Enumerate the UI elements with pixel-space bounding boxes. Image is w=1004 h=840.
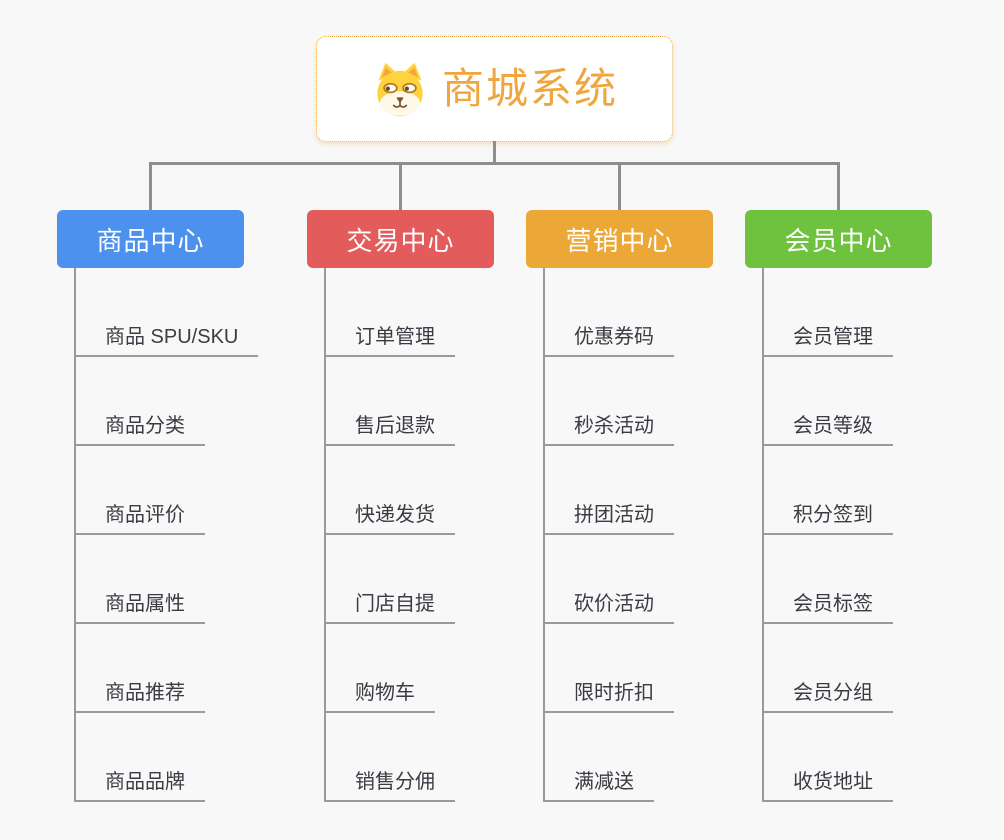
connector-line [493,141,496,164]
branch-member-center: 会员中心 会员管理 会员等级 积分签到 会员标签 会员分组 收货地址 [745,210,932,802]
leaf-node[interactable]: 会员标签 [764,535,893,624]
leaf-node[interactable]: 收货地址 [764,713,893,802]
leaf-node[interactable]: 会员等级 [764,357,893,446]
branch-children: 订单管理 售后退款 快递发货 门店自提 购物车 销售分佣 [324,268,494,802]
connector-line [618,164,621,210]
branch-node[interactable]: 营销中心 [526,210,713,268]
branch-children: 会员管理 会员等级 积分签到 会员标签 会员分组 收货地址 [762,268,932,802]
leaf-node[interactable]: 购物车 [326,624,435,713]
connector-line [149,162,840,165]
leaf-node[interactable]: 秒杀活动 [545,357,674,446]
root-node[interactable]: 商城系统 [316,36,673,142]
branch-node[interactable]: 交易中心 [307,210,494,268]
branch-node[interactable]: 会员中心 [745,210,932,268]
leaf-node[interactable]: 积分签到 [764,446,893,535]
leaf-node[interactable]: 商品推荐 [76,624,205,713]
leaf-node[interactable]: 商品属性 [76,535,205,624]
leaf-node[interactable]: 快递发货 [326,446,455,535]
connector-line [837,164,840,210]
branch-marketing-center: 营销中心 优惠券码 秒杀活动 拼团活动 砍价活动 限时折扣 满减送 [526,210,713,802]
leaf-node[interactable]: 商品品牌 [76,713,205,802]
shiba-dog-icon [371,60,429,118]
branch-trade-center: 交易中心 订单管理 售后退款 快递发货 门店自提 购物车 销售分佣 [307,210,494,802]
root-title: 商城系统 [441,65,618,112]
branch-children: 优惠券码 秒杀活动 拼团活动 砍价活动 限时折扣 满减送 [543,268,713,802]
branch-product-center: 商品中心 商品 SPU/SKU 商品分类 商品评价 商品属性 商品推荐 商品品牌 [57,210,259,802]
leaf-node[interactable]: 商品评价 [76,446,205,535]
connector-line [399,164,402,210]
leaf-node[interactable]: 售后退款 [326,357,455,446]
leaf-node[interactable]: 商品 SPU/SKU [76,268,259,357]
leaf-node[interactable]: 商品分类 [76,357,205,446]
leaf-node[interactable]: 会员分组 [764,624,893,713]
leaf-node[interactable]: 销售分佣 [326,713,455,802]
leaf-node[interactable]: 满减送 [545,713,654,802]
leaf-node[interactable]: 订单管理 [326,268,455,357]
leaf-node[interactable]: 优惠券码 [545,268,674,357]
leaf-node[interactable]: 会员管理 [764,268,893,357]
branch-children: 商品 SPU/SKU 商品分类 商品评价 商品属性 商品推荐 商品品牌 [74,268,259,802]
branch-node[interactable]: 商品中心 [57,210,244,268]
leaf-node[interactable]: 限时折扣 [545,624,674,713]
connector-line [149,164,152,210]
leaf-node[interactable]: 门店自提 [326,535,455,624]
leaf-node[interactable]: 砍价活动 [545,535,674,624]
leaf-node[interactable]: 拼团活动 [545,446,674,535]
